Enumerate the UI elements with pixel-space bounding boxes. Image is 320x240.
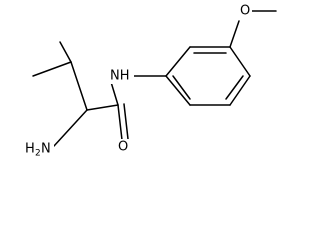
amine-n-label: N xyxy=(41,142,51,157)
bond-carbonyl-nh xyxy=(110,81,119,106)
amine-h-label: H xyxy=(25,142,35,157)
bond-carbonyl-double-2 xyxy=(123,103,129,140)
carbonyl-oxygen-label: O xyxy=(118,140,128,155)
structure-diagram: NH O O H 2 N xyxy=(24,2,277,158)
bond-methyl-top xyxy=(59,41,72,63)
bond-carbonyl-double-1 xyxy=(117,104,123,141)
molecule-drawing: NH O O H 2 N xyxy=(24,2,277,158)
nh-label-bg xyxy=(108,66,134,84)
bond-alpha-nh2 xyxy=(53,109,88,147)
ring-bond-6 xyxy=(165,75,191,106)
bond-ring-oxygen xyxy=(229,20,240,48)
ring-bond-4 xyxy=(229,75,251,106)
nh-label: NH xyxy=(110,69,130,84)
amine-label-bg xyxy=(24,139,54,157)
ring-bond-1 xyxy=(165,46,191,77)
bond-methyl-left xyxy=(32,61,72,77)
ether-o-label-bg xyxy=(238,2,252,19)
carbonyl-o-label-bg xyxy=(116,139,130,155)
ring-bond-3 xyxy=(229,46,251,77)
bond-isopropyl-alpha xyxy=(70,61,88,111)
bond-alpha-carbonyl xyxy=(86,104,119,111)
ring-inner-bond-3 xyxy=(172,75,191,100)
ether-oxygen-label: O xyxy=(240,4,250,19)
ring-inner-bond-2 xyxy=(225,75,244,100)
amine-subscript: 2 xyxy=(35,149,41,158)
